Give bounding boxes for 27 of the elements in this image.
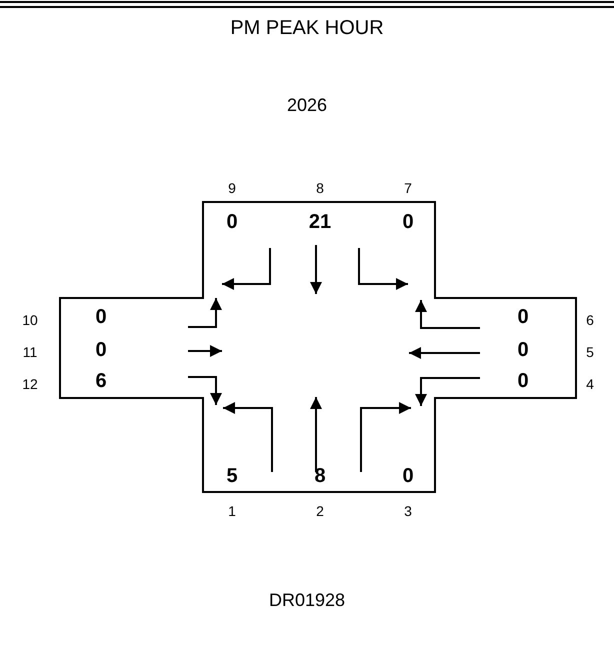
movement-number: 2 [316,504,324,518]
movement-number: 1 [228,504,236,518]
movement-number: 7 [404,181,412,195]
movement-number: 6 [586,313,594,327]
movement-number: 8 [316,181,324,195]
movement-number: 12 [22,377,38,391]
traffic-volume: 0 [402,466,414,486]
traffic-volume: 0 [517,340,529,360]
traffic-volume: 0 [226,212,238,232]
title: PM PEAK HOUR [230,18,384,38]
traffic-volume: 6 [95,371,107,391]
movement-number: 10 [22,313,38,327]
traffic-volume: 0 [517,371,529,391]
traffic-volume: 8 [314,466,326,486]
movement-number: 3 [404,504,412,518]
traffic-volume: 0 [95,340,107,360]
traffic-volume: 0 [517,307,529,327]
diagram-code: DR01928 [268,591,346,609]
movement-number: 4 [586,377,594,391]
traffic-volume: 0 [95,307,107,327]
movement-number: 9 [228,181,236,195]
traffic-volume: 0 [402,212,414,232]
traffic-volume: 5 [226,466,238,486]
movement-number: 11 [22,345,38,359]
movement-number: 5 [586,345,594,359]
traffic-volume: 21 [308,212,332,232]
year-label: 2026 [286,96,328,114]
